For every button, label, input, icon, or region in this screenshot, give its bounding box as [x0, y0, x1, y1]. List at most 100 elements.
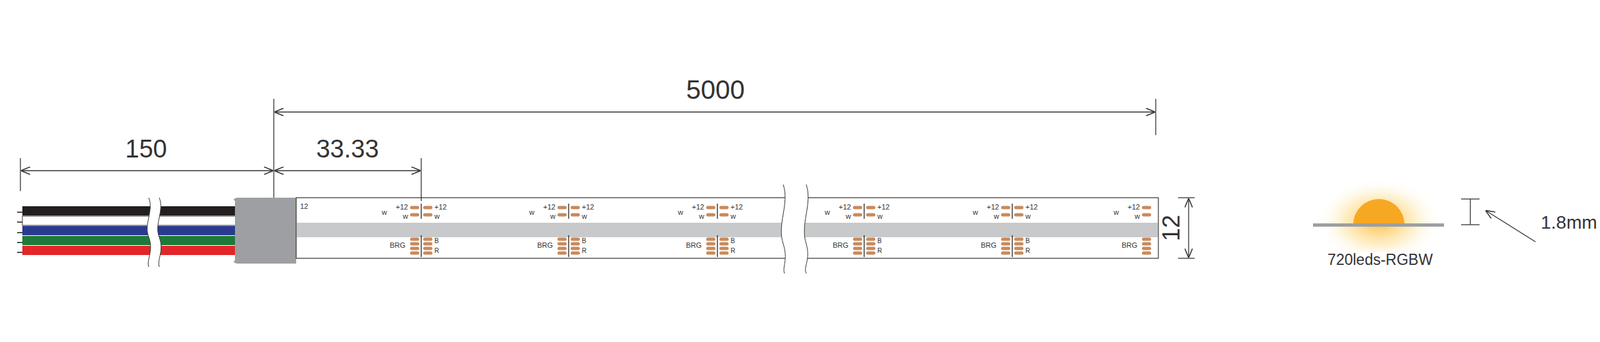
dimension-lines	[20, 98, 1195, 259]
solder-pad	[557, 246, 567, 251]
cut-line	[420, 203, 422, 219]
solder-pad	[570, 251, 580, 255]
solder-pad	[423, 213, 433, 217]
cut-line	[567, 203, 569, 219]
pad-label: B	[434, 237, 439, 245]
cut-line	[863, 234, 865, 257]
pad-label: R	[1025, 247, 1031, 255]
dimension-value: 5000	[686, 76, 746, 103]
pad-label: R	[877, 247, 882, 255]
solder-pad	[1001, 206, 1011, 210]
pad-label: R	[581, 247, 587, 255]
solder-pad	[1014, 206, 1024, 210]
pad-label: w	[1134, 212, 1140, 220]
cut-line	[716, 203, 718, 219]
solder-pad	[852, 242, 863, 246]
solder-pad	[410, 237, 420, 241]
pad-label: w	[677, 208, 684, 216]
solder-pad	[1001, 242, 1011, 246]
solder-pad	[852, 206, 863, 210]
solder-pad	[706, 213, 716, 217]
solder-pad	[719, 213, 729, 217]
solder-pad	[719, 242, 729, 246]
solder-pad	[706, 206, 716, 210]
pad-label: BRG	[832, 241, 849, 249]
cut-line	[1011, 234, 1013, 257]
pad-label: +12	[542, 203, 556, 211]
pad-label: w	[845, 212, 852, 220]
dimension-value: 33.33	[315, 136, 379, 162]
solder-pad	[410, 251, 420, 255]
dimension-value: 150	[125, 136, 167, 162]
cut-line	[420, 234, 422, 257]
cut-line	[567, 234, 569, 257]
solder-pad	[557, 213, 567, 217]
solder-pad	[852, 237, 863, 241]
solder-pad	[1141, 213, 1152, 217]
solder-pad	[852, 251, 863, 255]
solder-pad	[852, 213, 863, 217]
pad-label: w	[972, 208, 979, 216]
pad-label: w	[993, 212, 1000, 220]
pad-label: +12	[1127, 203, 1140, 211]
pad-label: w	[698, 212, 705, 220]
solder-pad	[1014, 242, 1024, 246]
pad-label: w	[1025, 212, 1031, 220]
wire-bundle	[17, 197, 240, 267]
pad-label: w	[877, 212, 883, 220]
solder-pad	[410, 242, 420, 246]
pad-label: +12	[877, 203, 890, 211]
pad-label: +12	[581, 203, 595, 211]
solder-pad	[1014, 246, 1024, 251]
solder-pad	[1001, 237, 1011, 241]
pad-label: B	[1025, 237, 1031, 245]
cut-line	[716, 234, 718, 257]
pad-label: w	[434, 212, 440, 220]
solder-pad	[719, 206, 729, 210]
solder-pad	[1014, 213, 1024, 217]
solder-pad	[423, 206, 433, 210]
solder-pad	[570, 206, 580, 210]
solder-pad	[570, 242, 580, 246]
end-cap	[233, 197, 297, 264]
pad-label: w	[1113, 208, 1119, 216]
pad-label: +12	[838, 203, 852, 211]
pad-label: w	[381, 208, 388, 216]
pad-label: B	[581, 237, 587, 245]
solder-pad	[706, 237, 716, 241]
pad-label: w	[824, 208, 830, 216]
led-cross-section	[1313, 177, 1536, 264]
pad-label: +12	[730, 203, 744, 211]
solder-pad	[557, 242, 567, 246]
dimension-value: 1.8mm	[1540, 213, 1598, 232]
solder-pad	[557, 237, 567, 241]
led-strip	[296, 184, 1159, 274]
pad-label: w	[550, 212, 556, 220]
solder-pad	[866, 251, 876, 255]
cut-line	[863, 203, 865, 219]
solder-pad	[866, 242, 876, 246]
solder-pad	[706, 242, 716, 246]
solder-pad	[706, 251, 716, 255]
dimension-value: 12	[1159, 214, 1184, 241]
solder-pad	[1141, 237, 1152, 241]
solder-pad	[1141, 251, 1152, 255]
solder-pad	[1141, 246, 1152, 251]
solder-pad	[706, 246, 716, 251]
pad-label: +12	[1025, 203, 1038, 211]
solder-pad	[866, 246, 876, 251]
solder-pad	[1014, 251, 1024, 255]
solder-pad	[1141, 242, 1152, 246]
solder-pad	[719, 251, 729, 255]
solder-pad	[423, 246, 433, 251]
solder-pad	[1001, 251, 1011, 255]
solder-pad	[866, 206, 876, 210]
cut-line	[1011, 203, 1013, 219]
pad-label: B	[730, 237, 736, 245]
solder-pad	[570, 213, 580, 217]
pad-label: BRG	[537, 241, 553, 249]
solder-pad	[1001, 213, 1011, 217]
solder-pad	[557, 206, 567, 210]
solder-pad	[1014, 237, 1024, 241]
pad-label: +12	[986, 203, 1000, 211]
